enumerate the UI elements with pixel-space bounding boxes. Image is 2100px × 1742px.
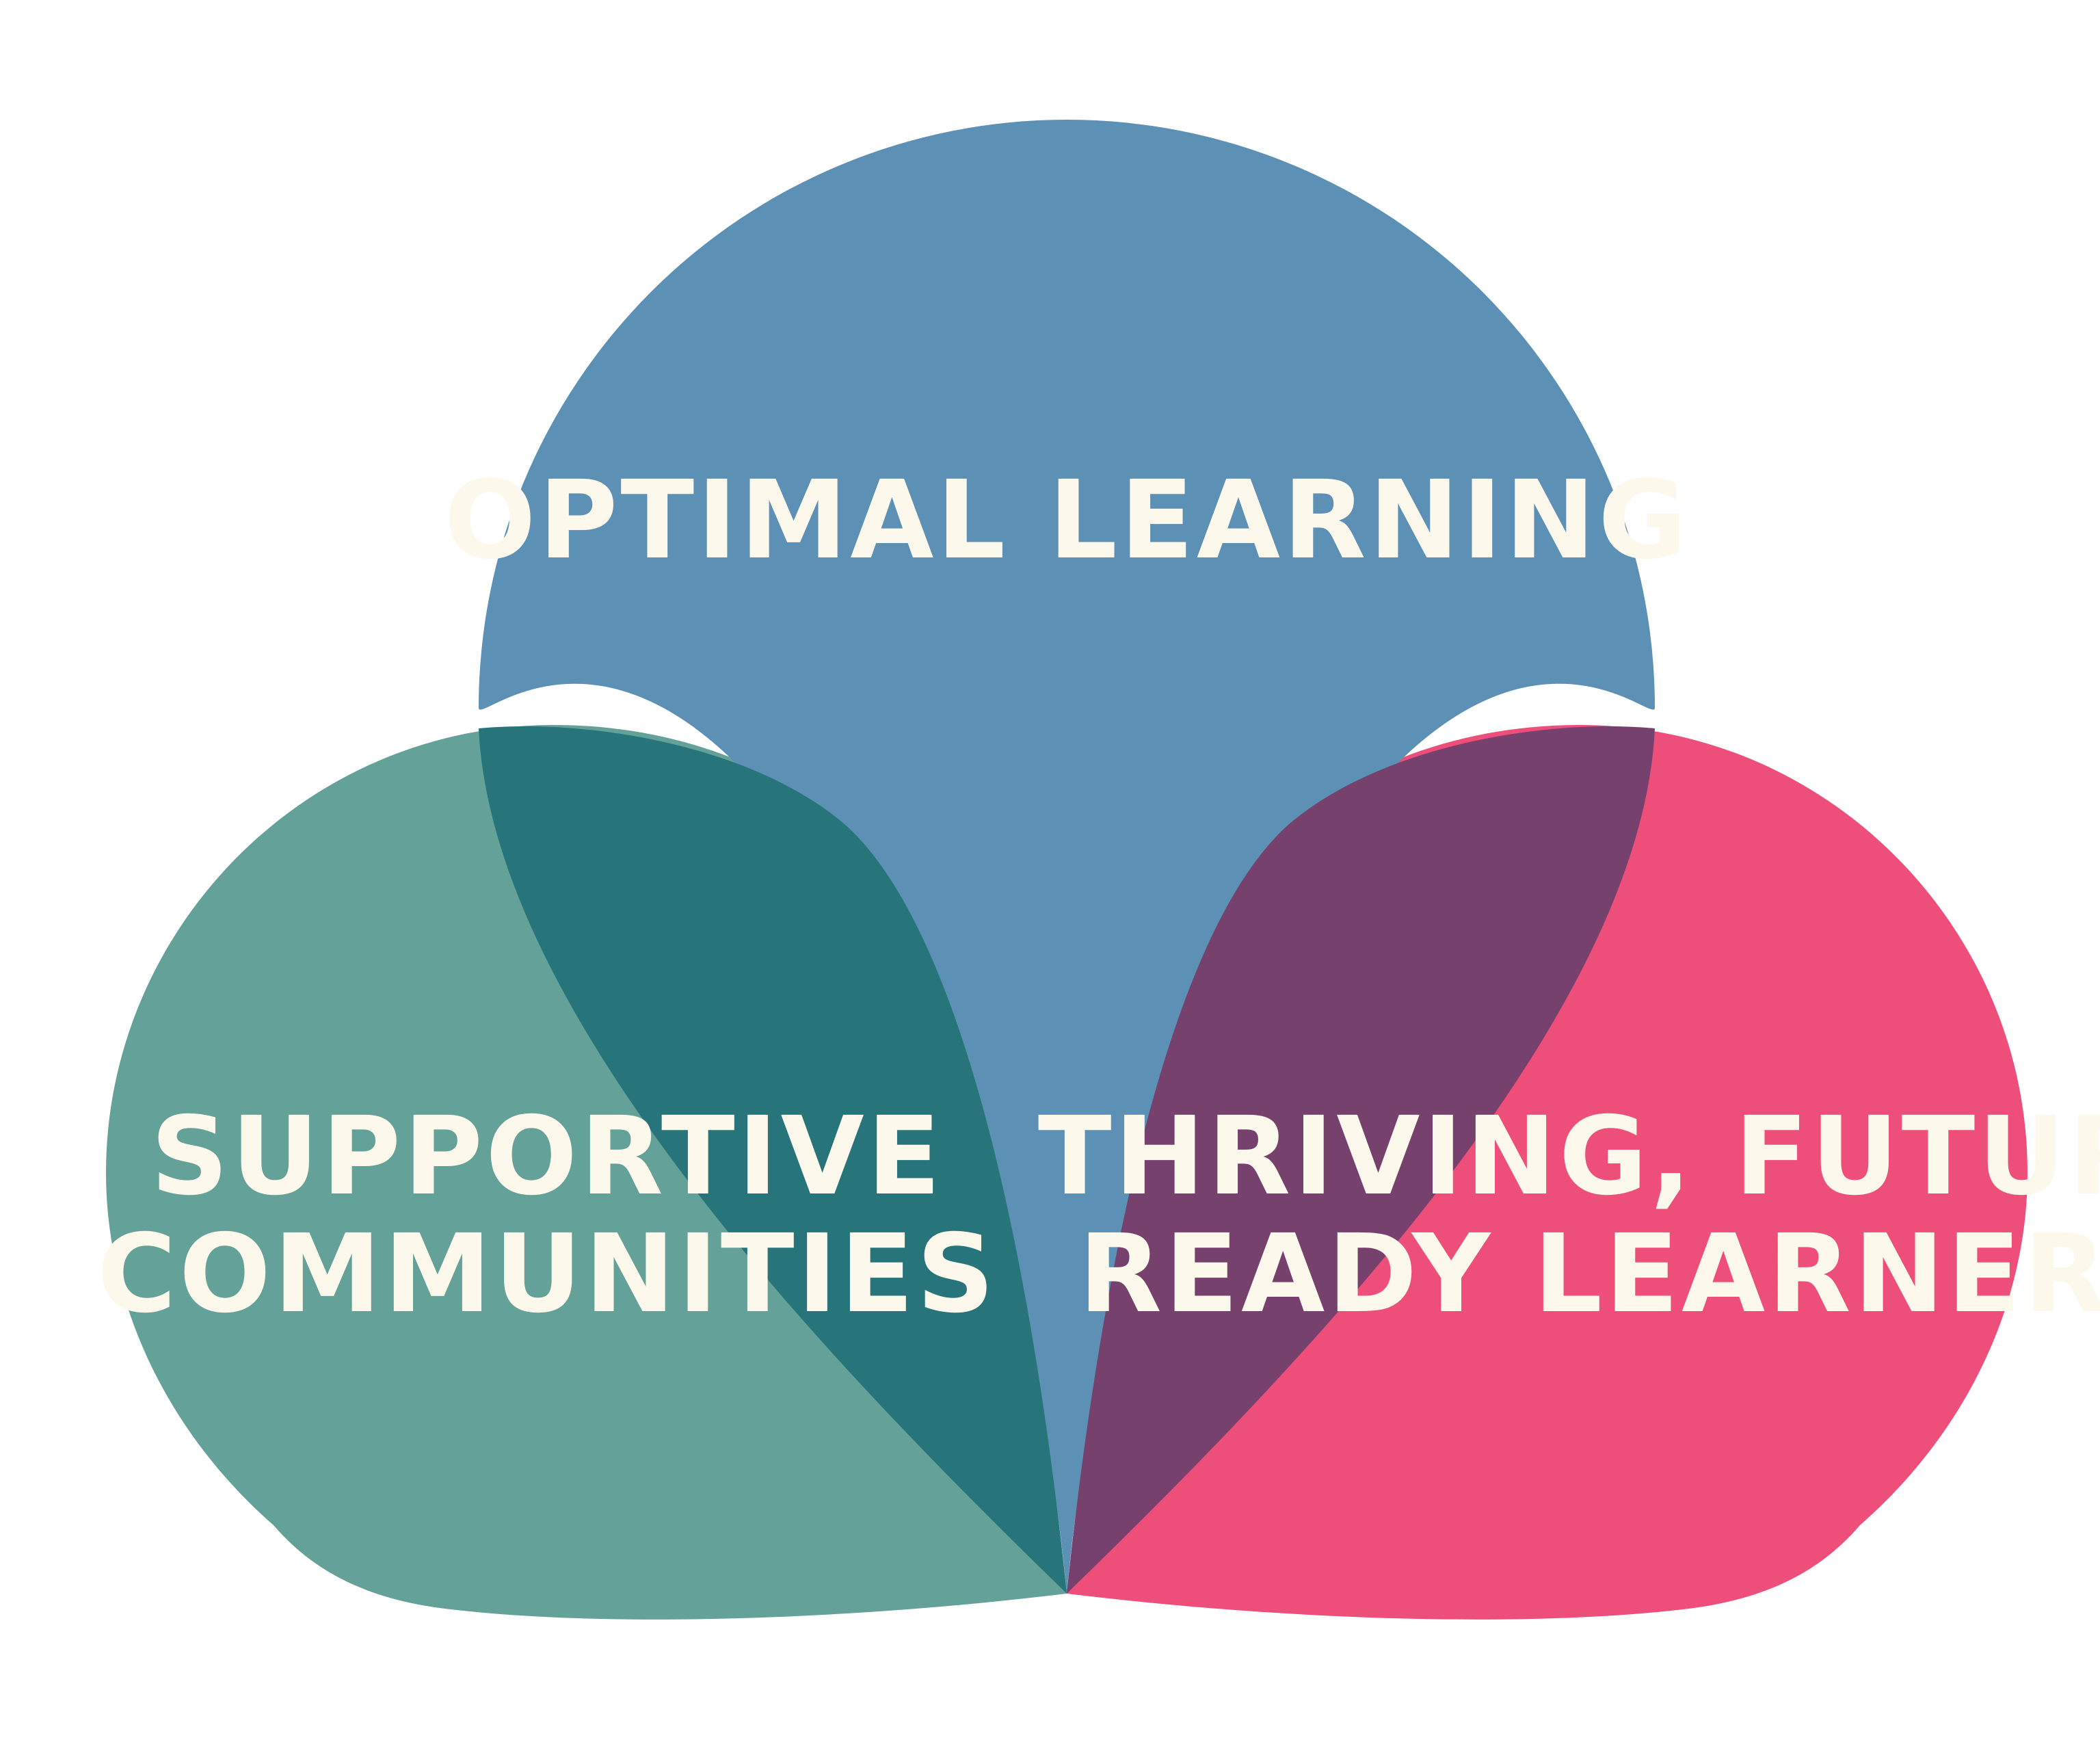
petal-label-right-line-2: READY LEARNERS — [1078, 1211, 2100, 1337]
overlap-top-left — [479, 726, 1067, 1594]
petal-label-left-line-1: SUPPORTIVE — [150, 1094, 943, 1219]
petal-top — [479, 120, 1655, 1594]
overlap-top-right — [1067, 726, 1655, 1594]
petal-label-left-line-2: COMMUNITIES — [97, 1211, 997, 1337]
petal-label-top-line-1: OPTIMAL LEARNING — [444, 458, 1689, 583]
